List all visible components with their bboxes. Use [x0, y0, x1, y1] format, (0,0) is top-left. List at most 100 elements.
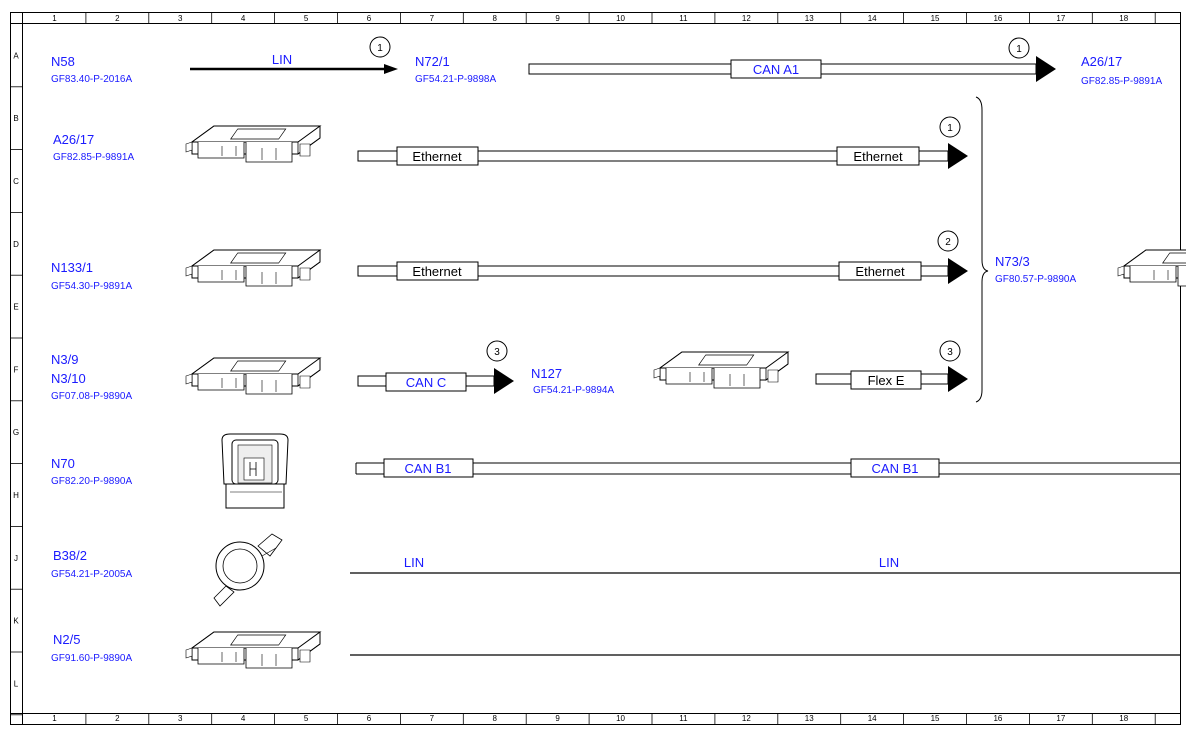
control-unit-icon — [185, 125, 321, 163]
row-letter: E — [13, 303, 18, 312]
column-number: 10 — [616, 714, 625, 723]
column-number: 8 — [493, 14, 498, 23]
column-number: 15 — [931, 14, 940, 23]
component-id[interactable]: N73/3 — [995, 254, 1030, 269]
arrow-head — [948, 143, 968, 169]
column-number: 5 — [304, 14, 309, 23]
doc-ref[interactable]: GF54.21-P-9898A — [415, 74, 496, 85]
reference-circle — [939, 116, 961, 138]
component-id[interactable]: A26/17 — [53, 132, 94, 147]
overhead-control-panel-icon — [221, 433, 289, 509]
column-number: 5 — [304, 714, 309, 723]
arrow-head — [384, 64, 398, 74]
column-number: 12 — [742, 714, 751, 723]
row-letter: L — [14, 679, 19, 688]
bus-label-box — [730, 59, 822, 79]
row-letter: G — [13, 428, 19, 437]
component-id[interactable]: A26/17 — [1081, 54, 1122, 69]
bus-label-box — [850, 458, 940, 478]
component-id[interactable]: B38/2 — [53, 548, 87, 563]
component-id[interactable]: N133/1 — [51, 260, 93, 275]
doc-ref[interactable]: GF91.60-P-9890A — [51, 653, 132, 664]
bus-label-lin: LIN — [404, 555, 424, 570]
column-number: 18 — [1119, 714, 1128, 723]
bus-label-box — [396, 261, 479, 281]
row-letter: B — [13, 114, 18, 123]
bus-label-box — [838, 261, 922, 281]
column-number: 17 — [1056, 714, 1065, 723]
row-letter: F — [14, 365, 19, 374]
component-id[interactable]: N70 — [51, 456, 75, 471]
column-number: 15 — [931, 714, 940, 723]
rain-light-sensor-icon — [213, 533, 283, 607]
doc-ref[interactable]: GF54.21-P-2005A — [51, 569, 132, 580]
column-number: 18 — [1119, 14, 1128, 23]
column-number: 13 — [805, 14, 814, 23]
bus-label-ethernet: Ethernet — [412, 264, 462, 279]
component-id[interactable]: N2/5 — [53, 632, 80, 647]
control-unit-icon — [185, 249, 321, 287]
bus-label-can-b1: CAN B1 — [872, 461, 919, 476]
column-number: 10 — [616, 14, 625, 23]
reference-circle — [486, 340, 508, 362]
column-number: 14 — [868, 714, 877, 723]
column-number: 14 — [868, 14, 877, 23]
bus-label-flex-e: Flex E — [868, 373, 905, 388]
control-unit-icon — [653, 351, 789, 389]
doc-ref[interactable]: GF82.20-P-9890A — [51, 476, 132, 487]
reference-circle — [939, 340, 961, 362]
doc-ref[interactable]: GF07.08-P-9890A — [51, 391, 132, 402]
component-id[interactable]: N72/1 — [415, 54, 450, 69]
reference-circle — [1008, 37, 1030, 59]
column-number: 1 — [52, 14, 57, 23]
doc-ref[interactable]: GF54.21-P-9894A — [533, 385, 614, 396]
row-letter: H — [13, 491, 19, 500]
column-number: 12 — [742, 14, 751, 23]
doc-ref[interactable]: GF82.85-P-9891A — [1081, 76, 1162, 87]
arrow-head — [948, 258, 968, 284]
bus-label-ethernet: Ethernet — [412, 149, 462, 164]
bus-label-lin: LIN — [879, 555, 899, 570]
doc-ref[interactable]: GF80.57-P-9890A — [995, 274, 1076, 285]
component-id[interactable]: N3/10 — [51, 371, 86, 386]
row-letter: D — [13, 240, 19, 249]
control-unit-icon — [185, 357, 321, 395]
bus-label-can-c: CAN C — [406, 375, 446, 390]
column-number: 11 — [679, 714, 688, 723]
column-number: 7 — [430, 14, 435, 23]
control-unit-icon — [1117, 249, 1186, 287]
row-letter: C — [13, 177, 19, 186]
reference-number: 3 — [494, 347, 500, 358]
bus-label-ethernet: Ethernet — [853, 149, 903, 164]
reference-number: 2 — [945, 237, 951, 248]
doc-ref[interactable]: GF54.30-P-9891A — [51, 281, 132, 292]
bus-label-can-b1: CAN B1 — [405, 461, 452, 476]
column-number: 7 — [430, 714, 435, 723]
column-number: 9 — [555, 14, 560, 23]
bus-label-lin: LIN — [272, 52, 292, 67]
row-letter: K — [13, 617, 19, 626]
column-number: 8 — [493, 714, 498, 723]
reference-circle — [369, 36, 391, 58]
bus-label-can-a1: CAN A1 — [753, 62, 799, 77]
bus-label-box — [850, 370, 922, 390]
component-id[interactable]: N3/9 — [51, 352, 78, 367]
reference-number: 1 — [947, 123, 953, 134]
column-number: 9 — [555, 714, 560, 723]
doc-ref[interactable]: GF83.40-P-2016A — [51, 74, 132, 85]
control-unit-icon — [185, 631, 321, 669]
bus-label-box — [385, 372, 467, 392]
column-number: 3 — [178, 14, 183, 23]
component-id[interactable]: N58 — [51, 54, 75, 69]
column-number: 13 — [805, 714, 814, 723]
column-number: 3 — [178, 714, 183, 723]
component-id[interactable]: N127 — [531, 366, 562, 381]
column-number: 1 — [52, 714, 57, 723]
doc-ref[interactable]: GF82.85-P-9891A — [53, 152, 134, 163]
column-number: 17 — [1056, 14, 1065, 23]
bus-label-box — [836, 146, 920, 166]
